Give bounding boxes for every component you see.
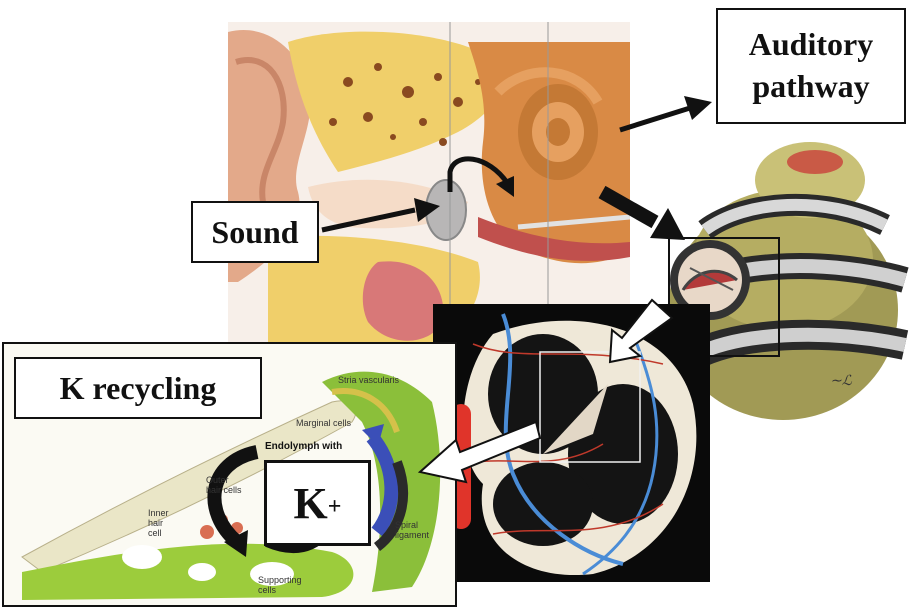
label-supporting: Supporting cells: [258, 575, 318, 595]
label-stria: Stria vascularis: [338, 375, 399, 385]
auditory-line2: pathway: [749, 66, 873, 108]
k-plus-base: K: [294, 478, 328, 529]
white-arrow-cochlea-to-scala: [610, 300, 672, 362]
black-arrow-auditory: [620, 108, 690, 130]
black-arrow-sound: [322, 210, 415, 230]
auditory-pathway-label: Auditory pathway: [716, 8, 906, 124]
auditory-line1: Auditory: [749, 24, 873, 66]
label-inner-hair: Inner hair cell: [148, 508, 178, 538]
k-plus-label: K+: [264, 460, 371, 546]
black-arrow-head-sound: [414, 198, 440, 222]
black-arrow-head-auditory: [684, 96, 712, 120]
black-arrow-cochlea: [602, 192, 655, 222]
label-endolymph: Endolymph with: [265, 441, 342, 452]
black-arrow-head-cochlea: [650, 208, 685, 240]
label-marginal: Marginal cells: [296, 418, 351, 428]
label-outer-hair: Outer hair cells: [206, 475, 242, 495]
white-arrow-scala-to-k: [420, 422, 540, 482]
sound-label: Sound: [191, 201, 319, 263]
label-spiral-lig: Spiral ligament: [395, 520, 445, 540]
k-plus-sup: +: [328, 494, 342, 521]
k-recycling-label: K recycling: [14, 357, 262, 419]
